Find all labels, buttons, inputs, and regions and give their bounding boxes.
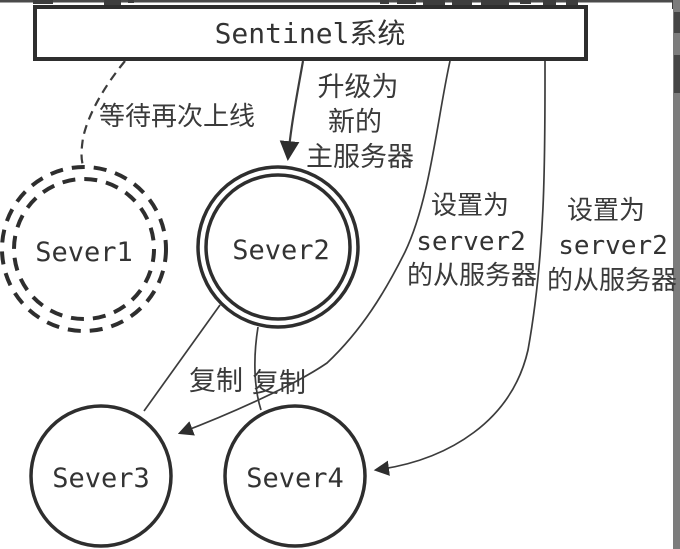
scrollbar-track[interactable] [673, 0, 680, 549]
label-slave4-line3: 的从服务器 [547, 265, 677, 295]
edge-replicate-server4 [254, 326, 262, 411]
label-slave3-line2: server2 [416, 227, 526, 257]
node-server4: Sever4 [223, 404, 367, 548]
server1-inner-ring [12, 177, 156, 321]
node-server2: Sever2 [196, 165, 360, 329]
label-wait-online: 等待再次上线 [99, 101, 255, 131]
label-upgrade-to-master: 升级为 新的 主服务器 [306, 72, 414, 172]
edge-wait-online [80, 60, 126, 167]
server4-ring [223, 404, 367, 548]
edge-replicate-server3 [143, 304, 221, 412]
cropped-text-artifact [0, 0, 680, 3]
label-upgrade-line3: 主服务器 [306, 142, 414, 172]
cropped-text-artifact [380, 0, 389, 4]
edge-set-slave-server4 [373, 60, 546, 476]
label-slave3-line3: 的从服务器 [407, 260, 537, 290]
node-server1: Sever1 [0, 165, 168, 333]
server1-label: Sever1 [35, 237, 133, 268]
cropped-text-artifact [674, 12, 680, 33]
cropped-text-artifact [481, 0, 509, 5]
server3-ring [29, 404, 173, 548]
server3-label: Sever3 [52, 463, 150, 494]
cropped-text-artifact [33, 0, 53, 4]
label-upgrade-line1: 升级为 [318, 72, 399, 102]
label-slave3-line1: 设置为 [431, 190, 509, 220]
sentinel-box-label: Sentinel系统 [215, 17, 406, 50]
server2-label: Sever2 [232, 235, 330, 266]
label-slave4-line1: 设置为 [567, 195, 645, 225]
edge-upgrade-to-master [279, 60, 305, 161]
cropped-text-artifact [566, 0, 578, 6]
label-set-slave-server4: 设置为 server2 的从服务器 [547, 195, 677, 295]
label-replicate-right: 复制 [252, 368, 306, 398]
cropped-text-artifact [520, 0, 531, 4]
cropped-text-artifact [128, 0, 134, 3]
cropped-text-artifact [543, 0, 556, 5]
server2-outer-ring [196, 165, 360, 329]
cropped-text-artifact [397, 0, 416, 4]
server2-inner-ring [204, 173, 352, 321]
label-upgrade-line2: 新的 [328, 107, 382, 137]
sentinel-box [33, 5, 588, 61]
cropped-text-artifact [423, 0, 445, 5]
label-set-slave-server3: 设置为 server2 的从服务器 [407, 190, 537, 290]
cropped-text-artifact [452, 0, 472, 5]
server4-label: Sever4 [246, 463, 344, 494]
cropped-text-artifact [104, 0, 121, 5]
edge-set-slave-server3 [177, 60, 451, 436]
node-server3: Sever3 [29, 404, 173, 548]
server1-outer-ring [0, 165, 168, 333]
cropped-text-artifact [674, 55, 680, 93]
label-replicate-left: 复制 [189, 366, 243, 396]
label-slave4-line2: server2 [558, 231, 668, 261]
